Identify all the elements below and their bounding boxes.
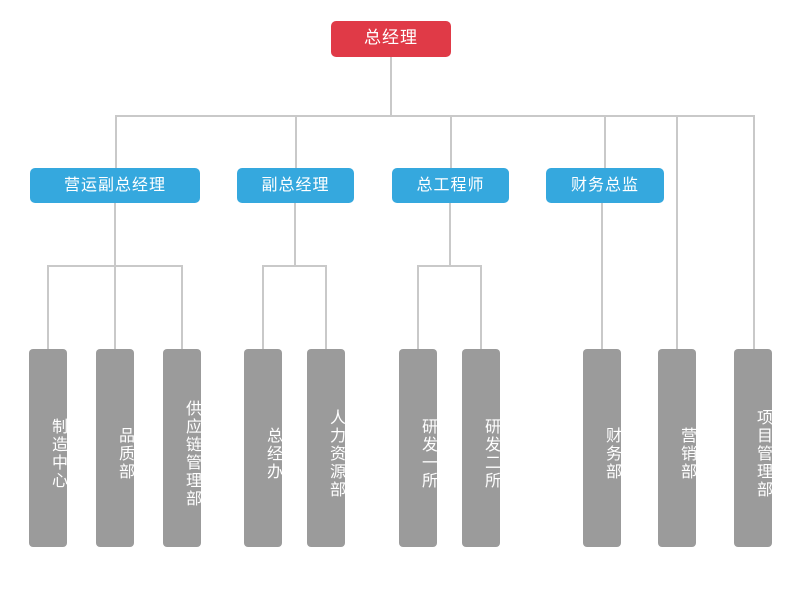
connector-drop-exec-4	[604, 115, 606, 169]
node-operations-vice-gm[interactable]: 营运副总经理	[30, 168, 200, 203]
connector-root-stem	[390, 57, 392, 116]
node-supply-chain-department[interactable]: 供应链管理部	[163, 349, 202, 547]
connector-drop-quality	[114, 265, 116, 350]
connector-drop-manufacturing	[47, 265, 49, 350]
connector-drop-finance-dept	[601, 203, 603, 350]
connector-stem-deputy	[294, 203, 296, 266]
node-rd-institute-one[interactable]: 研发一所	[399, 349, 438, 547]
connector-drop-project-mgmt	[753, 115, 755, 350]
connector-drop-gm-office	[262, 265, 264, 350]
connector-drop-exec-2	[295, 115, 297, 169]
connector-bus-chief-engineer	[417, 265, 482, 267]
node-hr-department[interactable]: 人力资源部	[307, 349, 346, 547]
connector-stem-operations	[114, 203, 116, 266]
connector-stem-chief-engineer	[449, 203, 451, 266]
connector-drop-hr	[325, 265, 327, 350]
node-rd-institute-two[interactable]: 研发二所	[462, 349, 501, 547]
connector-drop-marketing	[676, 115, 678, 350]
connector-drop-supply-chain	[181, 265, 183, 350]
node-chief-engineer[interactable]: 总工程师	[392, 168, 509, 203]
connector-drop-exec-3	[450, 115, 452, 169]
node-marketing-department[interactable]: 营销部	[658, 349, 697, 547]
connector-bus-deputy	[262, 265, 327, 267]
connector-drop-rd-two	[480, 265, 482, 350]
connector-main-bus	[115, 115, 755, 117]
node-deputy-gm[interactable]: 副总经理	[237, 168, 354, 203]
node-finance-director[interactable]: 财务总监	[546, 168, 664, 203]
node-general-manager[interactable]: 总经理	[331, 21, 451, 57]
connector-drop-rd-one	[417, 265, 419, 350]
node-quality-department[interactable]: 品质部	[96, 349, 135, 547]
node-gm-office[interactable]: 总经办	[244, 349, 283, 547]
node-project-management-department[interactable]: 项目管理部	[734, 349, 773, 547]
connector-drop-exec-1	[115, 115, 117, 169]
node-manufacturing-center[interactable]: 制造中心	[29, 349, 68, 547]
node-finance-department[interactable]: 财务部	[583, 349, 622, 547]
